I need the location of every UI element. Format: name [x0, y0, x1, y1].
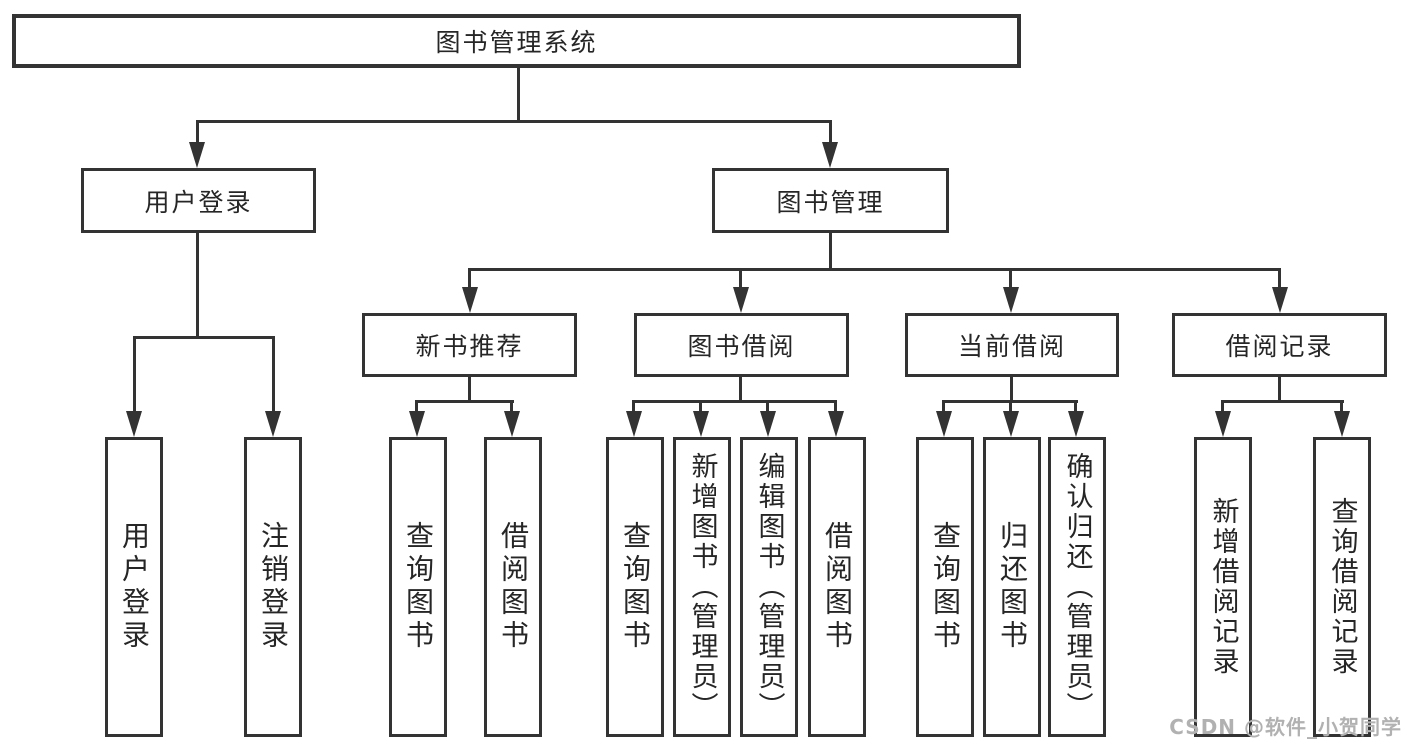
- connector-drop-book-management: [829, 120, 832, 146]
- connector-drop-leaf-user-login: [133, 336, 136, 413]
- node-leaf-logout: 注销登录: [244, 437, 302, 737]
- connector-nbr-rail: [415, 400, 514, 403]
- connector-drop-bb-add: [699, 400, 702, 413]
- node-leaf-br-add-record: 新增借阅记录: [1194, 437, 1252, 737]
- node-label: 新增借阅记录: [1207, 497, 1239, 677]
- node-label: 查询图书: [619, 521, 652, 653]
- node-leaf-cb-return-book: 归还图书: [983, 437, 1041, 737]
- arrowhead-borrow-record: [1272, 287, 1288, 313]
- node-book-borrow: 图书借阅: [634, 313, 849, 377]
- node-leaf-cb-confirm-return-admin: 确认归还（管理员）: [1048, 437, 1106, 737]
- arrowhead-nbr-query: [409, 411, 425, 437]
- node-label: 编辑图书（管理员）: [753, 452, 785, 722]
- connector-bb-rail: [632, 400, 837, 403]
- node-leaf-bb-borrow-book: 借阅图书: [808, 437, 866, 737]
- connector-drop-leaf-logout: [272, 336, 275, 413]
- connector-book-management-stem: [829, 233, 832, 268]
- arrowhead-nbr-borrow: [504, 411, 520, 437]
- node-label: 当前借阅: [957, 332, 1066, 361]
- node-leaf-bb-query-book: 查询图书: [606, 437, 664, 737]
- node-user-login: 用户登录: [81, 168, 316, 233]
- arrowhead-br-add: [1215, 411, 1231, 437]
- connector-drop-new-book-recommend: [468, 268, 471, 290]
- connector-bb-stem: [739, 377, 742, 400]
- node-label: 查询图书: [402, 521, 435, 653]
- node-label: 查询图书: [929, 521, 962, 653]
- connector-drop-borrow-record: [1278, 268, 1281, 290]
- node-label: 新书推荐: [415, 332, 524, 361]
- node-book-management: 图书管理: [712, 168, 949, 233]
- node-label: 用户登录: [144, 187, 253, 217]
- connector-drop-bb-query: [632, 400, 635, 413]
- node-leaf-bb-edit-book-admin: 编辑图书（管理员）: [740, 437, 798, 737]
- connector-drop-bb-edit: [766, 400, 769, 413]
- arrowhead-leaf-logout: [265, 411, 281, 437]
- csdn-watermark: CSDN @软件_小贺同学: [1169, 715, 1402, 739]
- node-leaf-user-login: 用户登录: [105, 437, 163, 737]
- arrowhead-cb-return: [1003, 411, 1019, 437]
- node-leaf-nbr-query-book: 查询图书: [389, 437, 447, 737]
- connector-user-login-rail: [133, 336, 275, 339]
- connector-drop-cb-query: [942, 400, 945, 413]
- connector-drop-current-borrow: [1009, 268, 1012, 290]
- node-leaf-nbr-borrow-book: 借阅图书: [484, 437, 542, 737]
- node-library-management-system: 图书管理系统: [12, 14, 1021, 68]
- node-label: 新增图书（管理员）: [686, 452, 718, 722]
- node-leaf-br-query-record: 查询借阅记录: [1313, 437, 1371, 737]
- node-leaf-bb-add-book-admin: 新增图书（管理员）: [673, 437, 731, 737]
- arrowhead-br-query: [1334, 411, 1350, 437]
- arrowhead-current-borrow: [1003, 287, 1019, 313]
- arrowhead-leaf-user-login: [126, 411, 142, 437]
- node-label: 图书管理: [776, 187, 885, 217]
- node-label: 借阅图书: [821, 521, 854, 653]
- node-label: 注销登录: [257, 521, 290, 653]
- connector-br-stem: [1278, 376, 1281, 400]
- node-label: 借阅图书: [497, 521, 530, 653]
- node-current-borrow: 当前借阅: [905, 313, 1119, 377]
- arrowhead-cb-confirm: [1068, 411, 1084, 437]
- connector-user-login-stem: [196, 233, 199, 336]
- connector-drop-br-query: [1340, 400, 1343, 413]
- connector-drop-bb-borrow: [834, 400, 837, 413]
- node-label: 查询借阅记录: [1326, 497, 1358, 677]
- arrowhead-cb-query: [936, 411, 952, 437]
- connector-drop-user-login: [196, 120, 199, 146]
- node-new-book-recommend: 新书推荐: [362, 313, 577, 377]
- node-label: 图书管理系统: [435, 28, 598, 57]
- node-label: 图书借阅: [687, 332, 796, 361]
- arrowhead-user-login: [189, 142, 205, 168]
- connector-drop-br-add: [1221, 400, 1224, 413]
- connector-nbr-stem: [468, 377, 471, 400]
- connector-root-rail: [196, 120, 832, 123]
- arrowhead-new-book-recommend: [462, 287, 478, 313]
- node-label: 借阅记录: [1225, 332, 1334, 361]
- arrowhead-bb-borrow: [828, 411, 844, 437]
- node-borrow-record: 借阅记录: [1172, 313, 1387, 377]
- connector-book-management-rail: [468, 268, 1281, 271]
- connector-root-stem: [517, 68, 520, 120]
- arrowhead-book-management: [822, 142, 838, 168]
- node-label: 确认归还（管理员）: [1061, 452, 1093, 722]
- arrowhead-bb-query: [626, 411, 642, 437]
- node-label: 归还图书: [996, 521, 1029, 653]
- node-leaf-cb-query-book: 查询图书: [916, 437, 974, 737]
- connector-br-rail: [1221, 400, 1344, 403]
- arrowhead-bb-add: [693, 411, 709, 437]
- arrowhead-book-borrow: [733, 287, 749, 313]
- connector-drop-cb-return: [1009, 400, 1012, 413]
- node-label: 用户登录: [118, 521, 151, 653]
- connector-drop-book-borrow: [739, 268, 742, 290]
- arrowhead-bb-edit: [760, 411, 776, 437]
- connector-drop-cb-confirm: [1074, 400, 1077, 413]
- connector-drop-nbr-borrow: [510, 400, 513, 413]
- connector-cb-stem: [1010, 377, 1013, 400]
- connector-drop-nbr-query: [415, 400, 418, 413]
